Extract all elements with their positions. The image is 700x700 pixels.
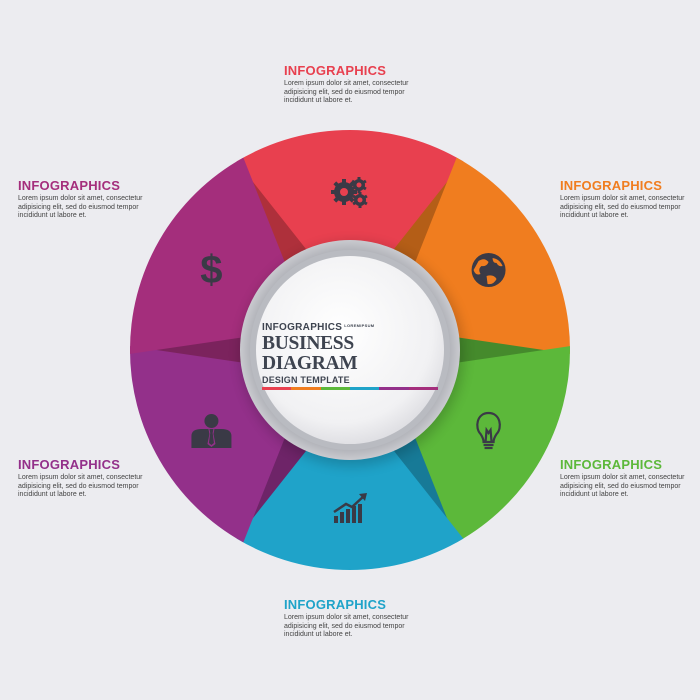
- hub-disc: [256, 256, 444, 444]
- gears-icon: [331, 177, 368, 208]
- label-title-upper-left: INFOGRAPHICS: [18, 178, 121, 193]
- body-line: adipisicing elit, sed do eiusmod tempor: [284, 622, 405, 630]
- hub-bar-magenta: [408, 387, 438, 390]
- label-body-lower-right: Lorem ipsum dolor sit amet, consectetur …: [560, 474, 700, 500]
- body-line: Lorem ipsum dolor sit amet, consectetur: [18, 474, 143, 481]
- label-block-lower-left: INFOGRAPHICS Lorem ipsum dolor sit amet,…: [18, 457, 168, 500]
- body-line: adipisicing elit, sed do eiusmod tempor: [18, 482, 139, 490]
- body-line: incididunt ut labore et.: [560, 491, 629, 498]
- label-block-upper-left: INFOGRAPHICS Lorem ipsum dolor sit amet,…: [18, 178, 168, 221]
- label-body-bottom: Lorem ipsum dolor sit amet, consectetur …: [284, 614, 434, 640]
- body-line: Lorem ipsum dolor sit amet, consectetur: [284, 80, 409, 87]
- body-line: adipisicing elit, sed do eiusmod tempor: [560, 203, 681, 211]
- label-body-top: Lorem ipsum dolor sit amet, consectetur …: [284, 80, 434, 106]
- label-title-lower-left: INFOGRAPHICS: [18, 457, 121, 472]
- body-line: incididunt ut labore et.: [560, 212, 629, 219]
- body-line: Lorem ipsum dolor sit amet, consectetur: [284, 614, 409, 621]
- hub-color-bar: [262, 387, 438, 390]
- hub-bar-blue: [349, 387, 380, 390]
- body-line: adipisicing elit, sed do eiusmod tempor: [284, 88, 405, 96]
- label-block-top: INFOGRAPHICS Lorem ipsum dolor sit amet,…: [284, 63, 434, 106]
- label-title-bottom: INFOGRAPHICS: [284, 597, 387, 612]
- hub-bar-green: [320, 387, 350, 390]
- label-title-top: INFOGRAPHICS: [284, 63, 387, 78]
- segment-band-upper-left: [130, 157, 289, 354]
- label-body-upper-left: Lorem ipsum dolor sit amet, consectetur …: [18, 195, 168, 221]
- label-block-bottom: INFOGRAPHICS Lorem ipsum dolor sit amet,…: [284, 597, 434, 640]
- body-line: Lorem ipsum dolor sit amet, consectetur: [560, 474, 685, 481]
- body-line: Lorem ipsum dolor sit amet, consectetur: [18, 195, 143, 202]
- hub-infographics-label: INFOGRAPHICS: [262, 322, 343, 333]
- hub-main-title: BUSINESS DIAGRAM: [262, 333, 358, 374]
- lightbulb-icon: [476, 411, 501, 450]
- label-block-upper-right: INFOGRAPHICS Lorem ipsum dolor sit amet,…: [560, 178, 700, 221]
- body-line: incididunt ut labore et.: [18, 212, 87, 219]
- hub-small-label: LOREMIPSUM: [344, 323, 375, 328]
- label-body-lower-left: Lorem ipsum dolor sit amet, consectetur …: [18, 474, 168, 500]
- label-body-upper-right: Lorem ipsum dolor sit amet, consectetur …: [560, 195, 700, 221]
- body-line: incididunt ut labore et.: [284, 97, 353, 104]
- svg-text:$: $: [200, 248, 222, 292]
- bar-chart-icon: [333, 493, 367, 523]
- hub-subtitle: DESIGN TEMPLATE: [262, 375, 350, 385]
- businessman-icon: [191, 414, 232, 448]
- label-title-lower-right: INFOGRAPHICS: [560, 457, 663, 472]
- hub-bar-orange: [291, 387, 321, 390]
- label-title-upper-right: INFOGRAPHICS: [560, 178, 663, 193]
- body-line: incididunt ut labore et.: [18, 491, 87, 498]
- body-line: adipisicing elit, sed do eiusmod tempor: [560, 482, 681, 490]
- body-line: Lorem ipsum dolor sit amet, consectetur: [560, 195, 685, 202]
- hub-bar-purple: [379, 387, 409, 390]
- body-line: adipisicing elit, sed do eiusmod tempor: [18, 203, 139, 211]
- body-line: incididunt ut labore et.: [284, 631, 353, 638]
- hub-bar-red: [262, 387, 292, 390]
- dollar-icon: $: [200, 248, 222, 292]
- globe-icon: [471, 253, 506, 287]
- label-block-lower-right: INFOGRAPHICS Lorem ipsum dolor sit amet,…: [560, 457, 700, 500]
